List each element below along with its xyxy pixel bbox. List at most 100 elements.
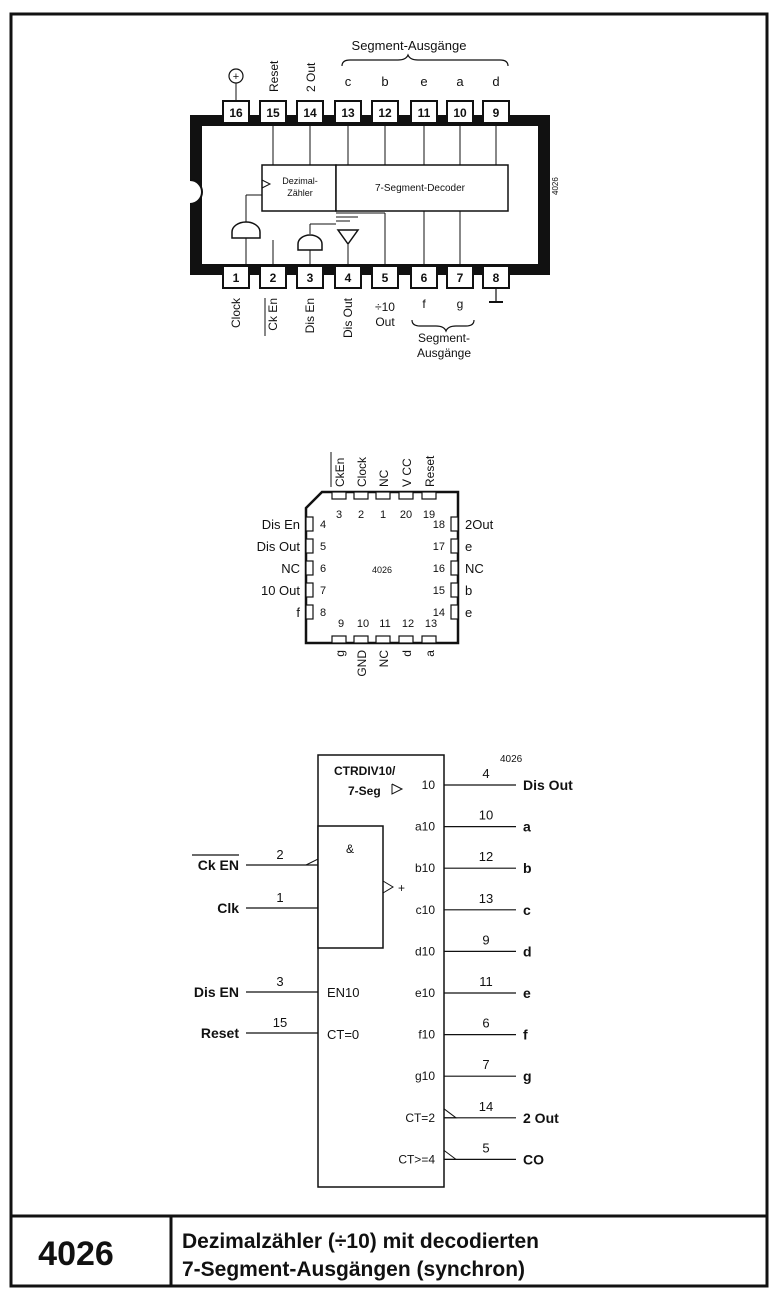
dip-bottom-pin-box	[296, 265, 324, 289]
plcc-top-pin-label: Clock	[355, 456, 369, 487]
plcc-right-pin-number: 15	[433, 585, 445, 597]
plcc-bottom-pin-label: GND	[355, 650, 369, 677]
logic-output-pin: 13	[479, 891, 493, 906]
logic-output-pin: 12	[479, 849, 493, 864]
logic-output-pin: 7	[482, 1057, 489, 1072]
dip-bottom-pin-number: 2	[270, 271, 277, 285]
decoder-label: 7-Segment-Decoder	[375, 183, 466, 194]
dip-top-pin-box	[334, 100, 362, 124]
logic-block-title-1: CTRDIV10/	[334, 764, 396, 778]
logic-output-name: f	[523, 1027, 528, 1043]
plcc-top-pin-number: 20	[400, 509, 412, 521]
plcc-bottom-pin-label: d	[400, 650, 414, 657]
logic-input-pin: 1	[276, 890, 283, 905]
logic-input-name: Reset	[201, 1025, 239, 1041]
logic-output-inner: e10	[415, 986, 435, 1000]
dip-bottom-pin-box	[259, 265, 287, 289]
dip-top-pin-number: 12	[378, 106, 392, 120]
segment-header-brace	[341, 53, 509, 67]
dip-top-pin-number: 9	[493, 106, 500, 120]
dip-bottom-pin-box	[446, 265, 474, 289]
dip-bottom-pin-label: Dis Out	[341, 297, 355, 338]
dip-bottom-pin-number: 4	[345, 271, 352, 285]
segment-header-bottom-2: Ausgänge	[417, 346, 471, 360]
dip-top-pin-number: 15	[266, 106, 280, 120]
plcc-bottom-pin-number: 10	[357, 618, 369, 630]
logic-output-pin: 9	[482, 932, 489, 947]
plcc-left-pin-number: 4	[320, 519, 326, 531]
en-label: EN10	[327, 985, 360, 1000]
plcc-left-pin-label: NC	[281, 561, 300, 576]
logic-output-inner: c10	[416, 903, 436, 917]
segment-header-top: Segment-Ausgänge	[352, 38, 467, 53]
dip-and-gate-2	[297, 234, 323, 251]
logic-output-inner: d10	[415, 944, 435, 958]
dip-bottom-pin-label: Dis En	[303, 298, 317, 333]
logic-input-name: Clk	[217, 900, 239, 916]
plcc-left-pin-number: 7	[320, 585, 326, 597]
dip-notch	[189, 179, 203, 205]
plcc-bottom-pin-label: g	[333, 650, 347, 657]
logic-output-inner: f10	[418, 1028, 435, 1042]
dip-bottom-pin-label: f	[422, 297, 426, 311]
logic-symbol-diagram: CTRDIV10/ 7-Seg 4026 & + EN10 CT=0 2Ck E…	[192, 754, 573, 1188]
footer-title-line-1: Dezimalzähler (÷10) mit decodierten	[182, 1230, 539, 1253]
dip-top-pin-box	[371, 100, 399, 124]
logic-output-inner: g10	[415, 1069, 435, 1083]
footer-ic-number: 4026	[38, 1235, 114, 1273]
plcc-top-pin-label: V CC	[400, 458, 414, 487]
plcc-top-pin-label: CkEn	[333, 458, 347, 487]
plcc-bottom-pin-label: NC	[377, 650, 391, 668]
plcc-bottom-pin-number: 9	[338, 618, 344, 630]
dip-bottom-pin-label: ÷10	[375, 300, 395, 314]
dip-top-pin-label: Reset	[267, 60, 281, 92]
logic-output-name: c	[523, 902, 531, 918]
plcc-top-pin-number: 19	[423, 509, 435, 521]
logic-input-name: Ck EN	[198, 857, 239, 873]
and-block	[317, 825, 384, 949]
logic-output-name: d	[523, 943, 532, 959]
dip-top-pin-number: 10	[453, 106, 467, 120]
segment-header-bottom-1: Segment-	[418, 331, 470, 345]
logic-output-name: e	[523, 985, 531, 1001]
logic-output-pin: 14	[479, 1099, 493, 1114]
plcc-left-pin-number: 8	[320, 607, 326, 619]
logic-ic-label: 4026	[500, 754, 523, 765]
plcc-left-pin-label: 10 Out	[261, 583, 300, 598]
dip-top-pin-label: d	[492, 74, 499, 89]
logic-output-name: b	[523, 860, 532, 876]
logic-input-pin: 3	[276, 974, 283, 989]
dip-bottom-pin-number: 5	[382, 271, 389, 285]
dip-buffer	[336, 229, 360, 246]
logic-output-name: CO	[523, 1151, 544, 1167]
dip-bottom-pin-number: 6	[421, 271, 428, 285]
plcc-right-pin-label: 2Out	[465, 517, 494, 532]
logic-input-name: Dis EN	[194, 984, 239, 1000]
logic-output-pin: 4	[482, 766, 489, 781]
logic-input-pin: 2	[276, 847, 283, 862]
plcc-right-pin-number: 14	[433, 607, 445, 619]
dip-bottom-pin-number: 1	[233, 271, 240, 285]
outer-frame	[9, 12, 769, 1288]
plcc-top-pin-number: 2	[358, 509, 364, 521]
plcc-left-pin-label: Dis En	[262, 517, 300, 532]
dip-top-pin-label: a	[456, 74, 464, 89]
logic-output-inner: 10	[422, 778, 436, 792]
plcc-right-pin-number: 18	[433, 519, 445, 531]
dip-bottom-pin-box	[410, 265, 438, 289]
plcc-top-pin-number: 1	[380, 509, 386, 521]
plus-label: +	[398, 881, 405, 895]
segment-brace-bottom	[411, 319, 475, 333]
logic-input-pin: 15	[273, 1015, 287, 1030]
logic-output-name: 2 Out	[523, 1110, 559, 1126]
dip-bottom-pin-box	[371, 265, 399, 289]
plcc-top-pin-number: 3	[336, 509, 342, 521]
dip-bottom-pin-number: 8	[493, 271, 500, 285]
dip-top-pin-number: 11	[418, 106, 431, 120]
plcc-left-pin-number: 5	[320, 541, 326, 553]
dip-internal-wiring	[245, 126, 497, 264]
plcc-bottom-pin-label: a	[423, 650, 437, 657]
dip-bottom-pin-box	[334, 265, 362, 289]
